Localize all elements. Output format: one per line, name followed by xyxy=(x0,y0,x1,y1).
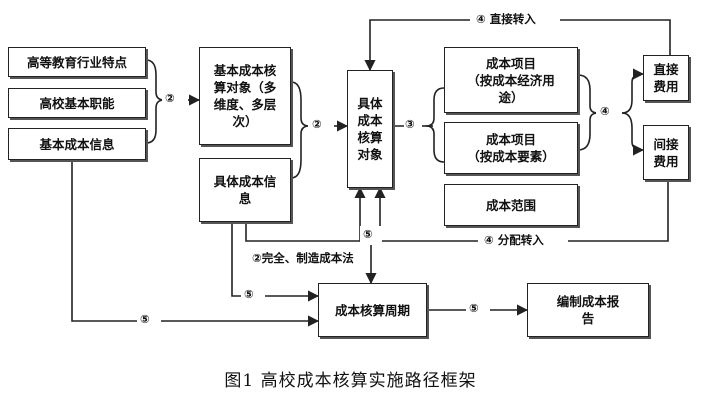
step-three: ③ xyxy=(405,117,415,131)
step-two-inputs: ② xyxy=(165,91,175,105)
box-indirect-cost: 间接 费用 xyxy=(643,125,689,180)
box-direct-cost: 直接 费用 xyxy=(643,55,689,101)
box-cost-item-elements: 成本项目 （按成本要素） xyxy=(444,122,578,174)
brace-right-lower xyxy=(577,112,599,151)
box-specific-cost-info: 具体成本信 息 xyxy=(199,158,291,222)
brace-inputs xyxy=(145,59,165,144)
figure-caption: 图1 高校成本核算实施路径框架 xyxy=(224,371,477,391)
step-five-basic: ⑤ xyxy=(140,312,150,326)
step-five-info: ⑤ xyxy=(244,287,254,301)
step-two-middle: ② xyxy=(312,117,322,131)
step-five-object: ⑤ xyxy=(363,227,373,241)
box-cost-period: 成本核算周期 xyxy=(318,283,427,337)
label-direct-transfer: ④ 直接转入 xyxy=(476,12,536,26)
label-allocated-transfer: ④ 分配转入 xyxy=(484,233,544,247)
box-specific-cost-object: 具体 成本 核算 对象 xyxy=(347,70,393,188)
arrow-to-indirect xyxy=(621,112,645,156)
box-cost-item-use: 成本项目 （按成本经济用 途） xyxy=(444,47,578,113)
arrow-info-to-period xyxy=(231,222,320,302)
label-method: ②完全、制造成本法 xyxy=(252,251,354,265)
step-five-report: ⑤ xyxy=(469,301,479,315)
brace-cost-items xyxy=(425,87,445,163)
input-basic-cost-info: 基本成本信息 xyxy=(8,128,146,160)
line-specific-info-down xyxy=(245,186,366,242)
box-cost-scope: 成本范围 xyxy=(444,184,578,226)
brace-middle xyxy=(290,81,310,179)
box-basic-cost-object: 基本成本核 算对象（多 维度、多层 次） xyxy=(199,47,291,145)
brace-right xyxy=(577,74,599,114)
box-cost-report: 编制成本报 告 xyxy=(527,283,649,337)
input-university-functions: 高校基本职能 xyxy=(8,88,146,118)
input-industry-traits: 高等教育行业特点 xyxy=(8,47,146,77)
arrow-basic-to-period xyxy=(71,160,320,327)
arrow-to-direct xyxy=(621,68,645,114)
step-four-right: ④ xyxy=(600,104,610,118)
